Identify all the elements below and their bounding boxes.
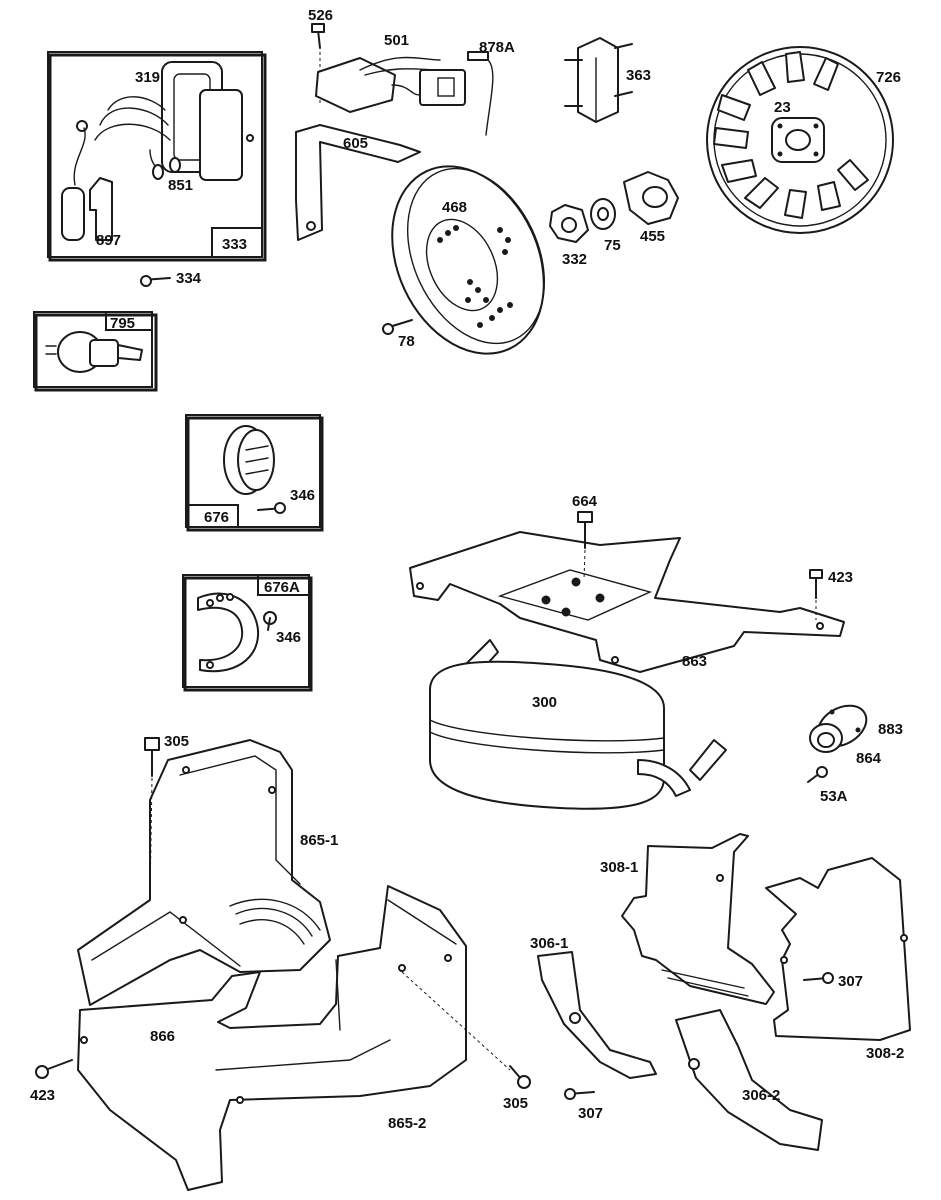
label-23: 23 — [774, 99, 791, 116]
screen-box-676A: 676A 346 — [182, 574, 313, 692]
label-332: 332 — [562, 251, 587, 268]
starter-cup-part-455: 455 — [623, 171, 679, 245]
screw-part-423-a: 423 — [809, 569, 853, 620]
nut-part-332: 332 — [549, 204, 589, 268]
screw-part-307-b: 307 — [803, 972, 863, 990]
label-333: 333 — [222, 236, 247, 253]
key-switch-part — [45, 331, 143, 373]
label-865-2: 865-2 — [388, 1115, 426, 1132]
disc-part-468: 468 — [391, 165, 546, 355]
flywheel-screen-box-676: 676 346 — [185, 414, 324, 532]
shroud-part-866: 866 865-2 — [77, 885, 467, 1191]
label-363: 363 — [626, 67, 651, 84]
label-78: 78 — [398, 333, 415, 350]
label-423-b: 423 — [30, 1087, 55, 1104]
screw-part-346 — [257, 502, 286, 514]
cover-part-306-2: 306-2 — [675, 1009, 823, 1151]
screw-part-334: 334 — [140, 270, 202, 287]
label-346-a: 346 — [290, 487, 315, 504]
label-423-a: 423 — [828, 569, 853, 586]
label-865-1: 865-1 — [300, 832, 338, 849]
label-864: 864 — [856, 750, 882, 767]
coil-part-319 — [73, 61, 254, 186]
label-305-b: 305 — [503, 1095, 528, 1112]
screw-part-346-b — [263, 611, 277, 631]
label-455: 455 — [640, 228, 665, 245]
block-part-363: 363 — [564, 37, 651, 123]
screw-part-305-b: 305 — [401, 971, 531, 1112]
label-726: 726 — [876, 69, 901, 86]
label-307-a: 307 — [578, 1105, 603, 1122]
bracket-part-605: 605 — [295, 124, 421, 241]
label-676: 676 — [204, 509, 229, 526]
label-75: 75 — [604, 237, 621, 254]
screw-part-526: 526 — [308, 7, 333, 105]
blower-housing-part-865-1: 865-1 — [77, 739, 338, 1006]
label-526: 526 — [308, 7, 333, 24]
flywheel-part-726: 726 23 — [706, 46, 901, 234]
wire-part-878A: 878A — [467, 39, 515, 136]
label-866: 866 — [150, 1028, 175, 1045]
cover-part-308-1: 308-1 — [600, 833, 775, 1005]
cover-part-308-2: 308-2 — [765, 857, 911, 1062]
deflector-part-864: 864 — [809, 723, 882, 767]
box-label-frame — [211, 227, 263, 258]
cover-part-306-1: 306-1 — [530, 935, 657, 1079]
label-308-2: 308-2 — [866, 1045, 904, 1062]
label-468: 468 — [442, 199, 467, 216]
screw-part-423-b: 423 — [30, 1059, 73, 1104]
label-664: 664 — [572, 493, 598, 510]
washer-part-75: 75 — [590, 198, 621, 254]
label-308-1: 308-1 — [600, 859, 638, 876]
screw-part-78: 78 — [382, 319, 415, 350]
label-863: 863 — [682, 653, 707, 670]
label-300: 300 — [532, 694, 557, 711]
label-53A: 53A — [820, 788, 848, 805]
ignition-module-part-501: 501 — [315, 32, 466, 113]
label-305-a: 305 — [164, 733, 189, 750]
label-883: 883 — [878, 721, 903, 738]
rectifier-part-897 — [61, 177, 113, 241]
label-306-1: 306-1 — [530, 935, 568, 952]
box-frame — [48, 53, 267, 262]
label-897: 897 — [96, 232, 121, 249]
label-795: 795 — [110, 315, 135, 332]
key-switch-box-795: 795 — [33, 311, 158, 392]
label-676A: 676A — [264, 579, 300, 596]
base-plate-part-863: 863 — [409, 531, 845, 673]
screw-part-53A: 53A — [807, 766, 848, 805]
label-346-b: 346 — [276, 629, 301, 646]
label-605: 605 — [343, 135, 368, 152]
screw-part-664: 664 — [572, 493, 598, 581]
label-878A: 878A — [479, 39, 515, 56]
screw-part-307-a: 307 — [564, 1088, 603, 1122]
label-306-2: 306-2 — [742, 1087, 780, 1104]
label-334: 334 — [176, 270, 202, 287]
screw-part-305-a: 305 — [144, 733, 189, 901]
label-501: 501 — [384, 32, 409, 49]
charging-coil-box-333: 319 851 897 333 — [47, 51, 267, 262]
muffler-part-300: 300 — [429, 639, 727, 810]
label-851: 851 — [168, 177, 193, 194]
label-307-b: 307 — [838, 973, 863, 990]
label-319: 319 — [135, 69, 160, 86]
screen-part-676 — [223, 425, 275, 495]
screen-part-676A — [197, 592, 260, 673]
